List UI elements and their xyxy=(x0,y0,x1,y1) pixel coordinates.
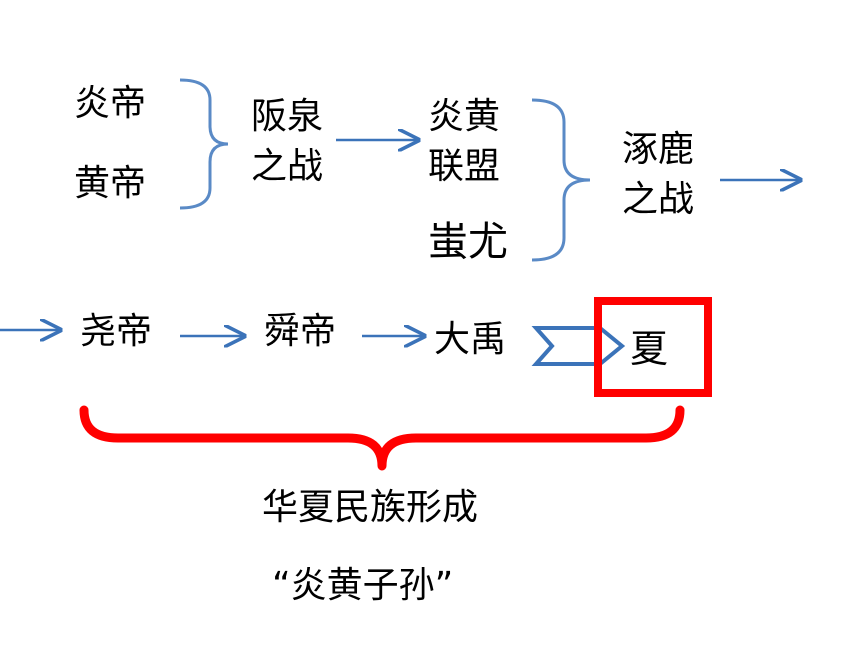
label-chiyou: 蚩尤 xyxy=(428,219,508,265)
label-huangdi: 黄帝 xyxy=(74,163,147,204)
label-battle2-suffix: 之战 xyxy=(622,179,695,220)
label-zhuolu: 涿鹿 xyxy=(622,129,695,170)
brace-group1 xyxy=(179,78,229,210)
label-alliance: 联盟 xyxy=(428,146,501,187)
label-yanhuang: 炎黄 xyxy=(428,96,501,137)
label-shun: 舜帝 xyxy=(264,311,337,352)
label-yu: 大禹 xyxy=(434,319,507,360)
red-brace xyxy=(79,405,685,471)
label-yao: 尧帝 xyxy=(80,311,153,352)
label-banquan: 阪泉 xyxy=(251,96,324,137)
brace-group2 xyxy=(531,98,591,262)
conclusion-subtitle: “炎黄子孙” xyxy=(272,565,454,606)
label-yandi: 炎帝 xyxy=(74,83,147,124)
label-xia: 夏 xyxy=(630,327,669,371)
xia-highlight-box xyxy=(594,297,712,397)
conclusion-title: 华夏民族形成 xyxy=(262,487,479,528)
label-battle1-suffix: 之战 xyxy=(251,146,324,187)
chevron-arrow-yu-to-xia xyxy=(531,326,626,366)
